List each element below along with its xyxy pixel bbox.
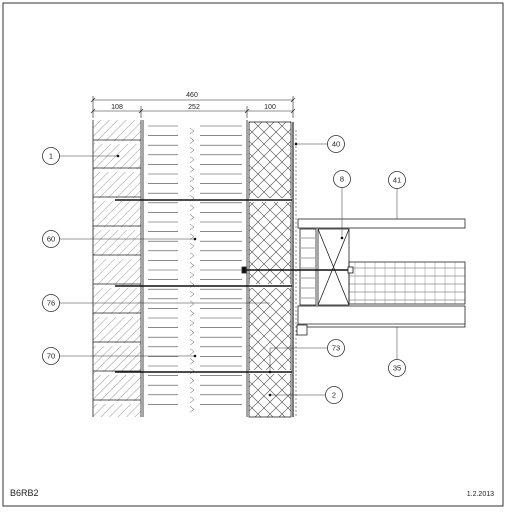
callout-35: 35 (388, 327, 406, 377)
callout-70: 70 (42, 347, 197, 365)
drawing-code: B6RB2 (10, 488, 39, 498)
sheet-border (2, 2, 504, 507)
block-layer (142, 120, 248, 417)
callout-41: 41 (388, 171, 406, 219)
callout-8-label: 8 (340, 175, 344, 184)
callout-40-label: 40 (332, 140, 340, 149)
callout-76-label: 76 (47, 299, 55, 308)
dimension-overall: 460 (186, 92, 198, 99)
callout-76: 76 (42, 294, 270, 312)
callout-8: 8 (333, 170, 351, 240)
dimension-insulation: 100 (264, 104, 276, 111)
dimension-brick: 108 (111, 104, 123, 111)
callout-2: 2 (268, 386, 343, 404)
callout-73: 73 (268, 339, 345, 374)
dimension-block: 252 (188, 104, 200, 111)
callout-73-label: 73 (332, 344, 340, 353)
floor-connection (241, 218, 466, 336)
callout-60: 60 (42, 230, 197, 248)
dimension-chain (90, 96, 296, 118)
wall-tie-lines (115, 199, 292, 373)
callout-2-label: 2 (332, 391, 336, 400)
callout-1-label: 1 (49, 152, 53, 161)
callout-41-label: 41 (393, 176, 401, 185)
brick-layer (92, 120, 142, 417)
drawing-date: 1.2.2013 (467, 491, 494, 498)
callout-60-label: 60 (47, 235, 55, 244)
callout-70-label: 70 (47, 352, 55, 361)
callout-1: 1 (42, 147, 120, 165)
callout-35-label: 35 (393, 364, 401, 373)
callout-40: 40 (294, 135, 345, 153)
